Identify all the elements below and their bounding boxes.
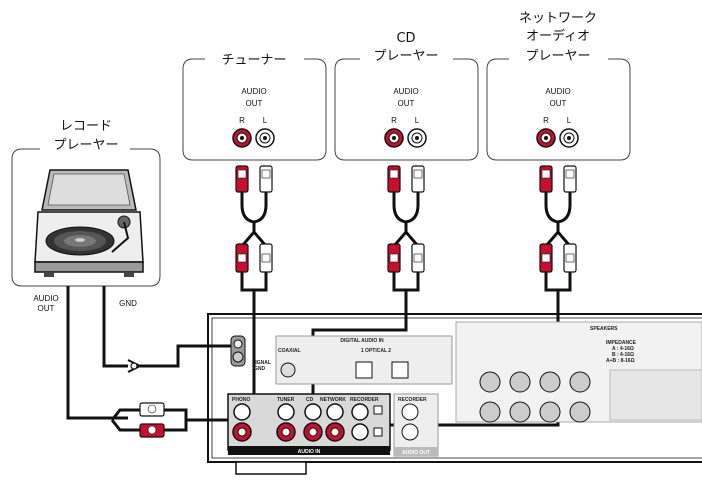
digital-audio-in-label: DIGITAL AUDIO IN [340,338,384,344]
tuner-l-text: L [263,116,268,125]
rca-plug-cd-l-bot [411,243,425,273]
rca-plug-tuner-l-bot [259,243,273,273]
tuner-r-text: R [239,116,245,125]
optical-label: 1 OPTICAL 2 [361,348,391,354]
imp-a: A : 4-16Ω [612,346,634,352]
signal-label: SIGNAL [252,360,271,366]
rca-plug-net-r-bot [539,243,553,273]
phono-label: PHONO [232,397,250,403]
record-audio-out-1: AUDIO [33,294,58,303]
rca-plug-tuner-r-bot [235,243,249,273]
amp-recorder-label: RECORDER [350,397,379,403]
amplifier: SIGNAL GND DIGITAL AUDIO IN COAXIAL 1 OP… [207,313,702,475]
amp-cd-label: CD [306,397,314,403]
rca-plug-tuner-r-top [235,165,249,193]
audio-out-block: RECORDER AUDIO OUT [393,393,439,457]
gnd-spade-icon [127,359,143,373]
rca-plug-cd-l-top [411,165,425,193]
tuner-jack-r [232,128,252,148]
record-player-box: レコード プレーヤー [11,119,161,287]
network-audio-text: AUDIO [545,87,570,96]
tuner-audio-text: AUDIO [241,87,266,96]
tuner-out-text: OUT [246,99,263,108]
cd-box: CD プレーヤー AUDIO OUT R L [334,31,479,161]
imp-b: B : 4-16Ω [612,352,634,358]
network-label-1: ネットワーク [519,11,597,26]
network-box: ネットワーク オーディオ プレーヤー AUDIO OUT R L [486,11,631,161]
tuner-label: チューナー [221,53,286,68]
audio-out-label: AUDIO OUT [402,450,430,456]
rca-plug-net-r-top [539,165,553,193]
network-label-3: プレーヤー [525,49,590,64]
amp-recorder2-label: RECORDER [398,397,427,403]
cd-label-2: プレーヤー [373,49,438,64]
coaxial-label: COAXIAL [278,348,301,354]
network-jack-r [536,128,556,148]
network-out-text: OUT [550,99,567,108]
gnd-label: GND [254,366,266,372]
imp-ab: A+B : 8-16Ω [606,358,635,364]
amp-network-label: NETWORK [320,397,346,403]
rca-plug-net-l-top [563,165,577,193]
amp-tuner-label: TUNER [277,397,295,403]
turntable-icon [34,169,144,277]
record-gnd-label: GND [119,299,137,308]
rca-cable-tuner [240,190,286,422]
rca-plug-record [139,402,165,438]
record-audio-out-2: OUT [38,304,55,313]
tuner-box: チューナー AUDIO OUT R L [182,53,327,161]
cd-label-1: CD [396,31,415,46]
cd-jack-r [384,128,404,148]
rca-plug-cd-r-top [387,165,401,193]
network-jack-l [559,128,579,148]
gnd-cable [102,286,232,368]
impedance-label: IMPEDANCE [606,340,637,346]
record-label-1: レコード [60,119,112,134]
signal-gnd-terminal: SIGNAL GND [230,335,271,372]
speaker-terminals: SPEAKERS IMPEDANCE A : 4-16Ω B : 4-16Ω A… [455,321,702,423]
tuner-jack-l [255,128,275,148]
network-l-text: L [567,116,572,125]
digital-audio-in: DIGITAL AUDIO IN COAXIAL 1 OPTICAL 2 [275,335,453,385]
rca-plugs-bottom [235,243,577,273]
cd-l-text: L [415,116,420,125]
audio-in-label: AUDIO IN [298,449,321,455]
record-label-2: プレーヤー [53,138,118,153]
cd-jack-l [407,128,427,148]
rca-plug-net-l-bot [563,243,577,273]
network-label-2: オーディオ [526,28,590,44]
rca-plug-cd-r-bot [387,243,401,273]
rca-plugs-top [235,165,577,193]
cd-out-text: OUT [398,99,415,108]
rca-plug-tuner-l-top [259,165,273,193]
rca-cable-cd [311,190,420,420]
cd-audio-text: AUDIO [393,87,418,96]
audio-in-block: AUDIO IN PHONO TUNER CD NETWORK RECORDER [227,393,391,455]
speakers-label: SPEAKERS [590,326,618,332]
cd-r-text: R [391,116,397,125]
network-r-text: R [543,116,549,125]
